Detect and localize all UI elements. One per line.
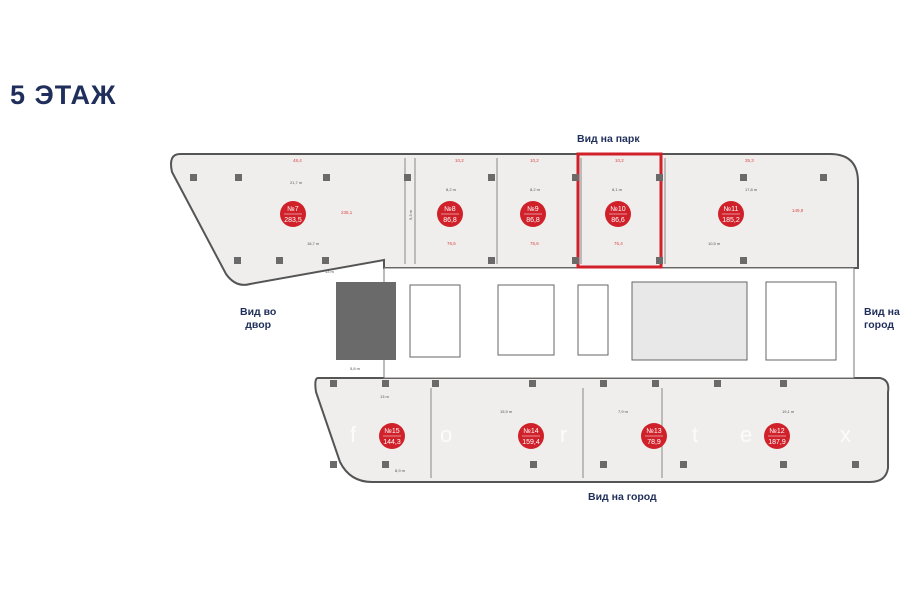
floor-title: 5 ЭТАЖ [10,80,117,110]
north-wing [170,153,859,286]
svg-text:185,2: 185,2 [722,217,740,224]
svg-text:t: t [692,422,698,447]
svg-text:№9: №9 [527,206,539,213]
svg-text:86,8: 86,8 [526,217,540,224]
svg-text:76,4: 76,4 [614,241,623,246]
svg-text:35,3: 35,3 [745,158,754,163]
unit-badge-7[interactable]: №7 283,5 [280,201,306,227]
svg-text:r: r [560,422,567,447]
svg-text:№12: №12 [769,428,784,435]
svg-text:№14: №14 [523,428,538,435]
svg-text:8,9 m: 8,9 m [395,468,406,473]
svg-text:10,2: 10,2 [530,158,539,163]
svg-text:8,1 m: 8,1 m [612,187,623,192]
svg-text:8,2 m: 8,2 m [530,187,541,192]
svg-text:13 m: 13 m [380,394,390,399]
svg-text:o: o [440,422,452,447]
svg-text:76,6: 76,6 [447,241,456,246]
svg-text:78,9: 78,9 [647,439,661,446]
svg-text:№8: №8 [444,206,456,213]
svg-text:10,5 m: 10,5 m [708,241,721,246]
svg-text:144,3: 144,3 [383,439,401,446]
unit-badge-9[interactable]: №9 86,8 [520,201,546,227]
svg-text:№15: №15 [384,428,399,435]
svg-text:235,1: 235,1 [341,210,353,215]
svg-text:76,6: 76,6 [530,241,539,246]
svg-text:21,7 m: 21,7 m [290,180,303,185]
svg-text:8,2 m: 8,2 m [446,187,457,192]
svg-text:7,9 m: 7,9 m [618,409,629,414]
stairs [409,284,461,358]
svg-text:10,2: 10,2 [615,158,624,163]
svg-text:10,2: 10,2 [455,158,464,163]
svg-text:№11: №11 [724,206,739,213]
svg-text:13 m: 13 m [325,269,335,274]
wc-block [631,281,748,361]
unit-badge-8[interactable]: №8 86,8 [437,201,463,227]
elevators-1 [497,284,555,356]
svg-text:5,8 m: 5,8 m [350,366,361,371]
unit-badge-15[interactable]: №15 144,3 [379,423,405,449]
unit-badge-14[interactable]: №14 159,4 [518,423,544,449]
svg-text:19,1 m: 19,1 m [782,409,795,414]
svg-text:48,4: 48,4 [293,158,302,163]
stair-block-left [336,282,396,360]
svg-text:e: e [740,422,752,447]
view-yard-label: Вид во двор [240,306,277,331]
svg-text:№13: №13 [646,428,661,435]
svg-text:187,9: 187,9 [768,439,786,446]
unit-badge-13[interactable]: №13 78,9 [641,423,667,449]
svg-text:283,5: 283,5 [284,217,302,224]
svg-text:№7: №7 [287,206,299,213]
svg-text:149,9: 149,9 [792,208,804,213]
svg-text:159,4: 159,4 [522,439,540,446]
depth-dim: 9,3 m [408,209,413,220]
svg-text:x: x [840,422,851,447]
svg-text:86,8: 86,8 [443,217,457,224]
elevators-2 [577,284,609,356]
view-city-bottom-label: Вид на город [588,491,657,503]
unit-badge-12[interactable]: №12 187,9 [764,423,790,449]
south-wing [314,377,890,483]
unit-badge-10[interactable]: №10 86,6 [605,201,631,227]
stairs-right [765,281,837,361]
svg-text:№10: №10 [610,206,625,213]
svg-text:18,7 m: 18,7 m [307,241,320,246]
svg-text:15,9 m: 15,9 m [500,409,513,414]
svg-text:86,6: 86,6 [611,217,625,224]
highlighted-unit-10[interactable] [576,152,663,269]
view-park-label: Вид на парк [577,133,640,145]
unit-badge-11[interactable]: №11 185,2 [718,201,744,227]
svg-text:f: f [350,422,357,447]
view-city-right-label: Вид на город [864,306,900,331]
svg-text:17,8 m: 17,8 m [745,187,758,192]
